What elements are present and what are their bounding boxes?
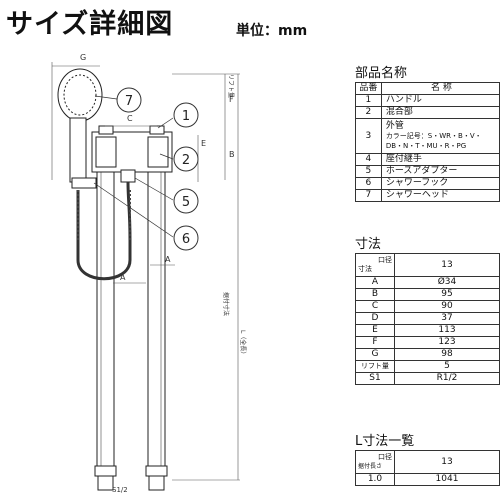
parts-title: 部品名称: [355, 66, 408, 81]
callout-2: 2: [182, 153, 190, 168]
dim-label-a2: A: [165, 255, 171, 264]
dim-label-c: C: [127, 114, 133, 123]
ltable-title: L寸法一覧: [355, 434, 415, 449]
unit-label: 単位：mm: [236, 23, 308, 39]
parts-header-name: 名 称: [380, 82, 500, 95]
dim-label-s: S1/2: [112, 486, 128, 494]
dim-label-install: 据付寸法: [222, 292, 230, 316]
dim-label-a1: A: [120, 273, 126, 282]
table-row: 口径 据付長さ 13: [355, 450, 500, 474]
table-row: 品番 名 称: [355, 82, 500, 95]
dim-label-g: G: [80, 53, 86, 62]
dim-label-e: E: [201, 139, 206, 148]
parts-header-no: 品番: [355, 82, 382, 95]
dimension-drawing: 7 1 2 5 6 G C F B E A A L（全長） リフト量 S1/2 …: [51, 53, 247, 494]
dims-title: 寸法: [355, 237, 382, 252]
dim-label-f: F: [229, 95, 234, 104]
callout-7: 7: [125, 94, 133, 109]
dim-label-b: B: [229, 150, 235, 159]
page-title: サイズ詳細図: [6, 9, 174, 40]
callout-6: 6: [182, 232, 190, 247]
table-row: 3 外管 カラー記号：S・WR・B・V・ DB・N・T・MU・R・PG: [355, 118, 500, 154]
dim-label-l: L（全長）: [239, 330, 247, 357]
callout-1: 1: [182, 109, 190, 124]
callout-5: 5: [182, 195, 190, 210]
table-row: 口径 寸法 13: [355, 253, 500, 277]
dim-label-lift: リフト量: [227, 74, 234, 98]
